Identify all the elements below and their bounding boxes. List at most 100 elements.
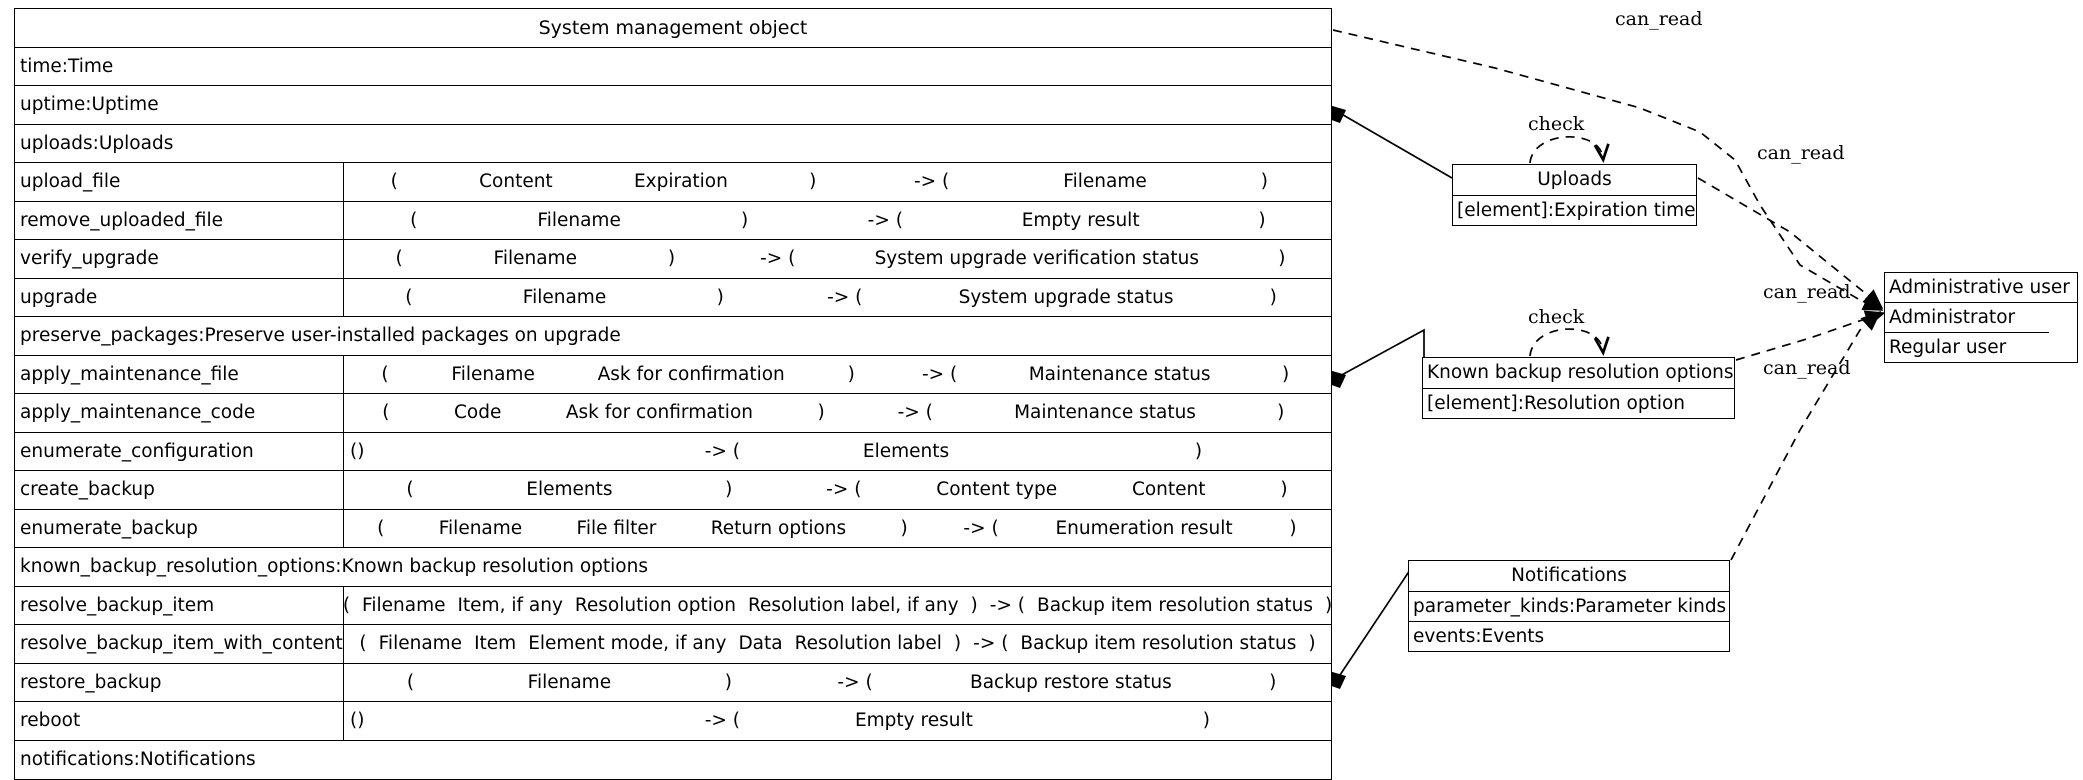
sig-token: ) [900, 517, 908, 539]
edge-can-read-main [1332, 29, 1884, 311]
sig-token: ) [1325, 595, 1331, 616]
edge-label-check-uploads: check [1528, 113, 1585, 135]
attribute-row[interactable]: known_backup_resolution_options:Known ba… [15, 548, 1331, 587]
sig-token: ) [1194, 440, 1203, 462]
sig-token: ) [1282, 363, 1290, 385]
operation-row[interactable]: create_backup ( Elements ) -> ( Content … [15, 471, 1331, 510]
edge-label-can-read-main: can_read [1615, 8, 1703, 30]
operation-row[interactable]: resolve_backup_item ( Filename Item, if … [15, 586, 1331, 625]
enum-value: Regular user [1889, 337, 2007, 358]
sig-token: ) [1202, 710, 1211, 732]
class-uploads[interactable]: Uploads [element]:Expiration time [1452, 164, 1697, 226]
operation-signature: ( Filename ) -> ( System upgrade status … [344, 279, 1331, 317]
operation-row[interactable]: restore_backup ( Filename ) -> ( Backup … [15, 663, 1331, 702]
sig-token: ) [725, 479, 733, 501]
sig-token: Empty result [1021, 209, 1140, 231]
sig-token: Filename [527, 671, 612, 693]
sig-arrow: -> ( [826, 479, 862, 501]
sig-token: ( [405, 286, 413, 308]
operation-signature: ( Elements ) -> ( Content type Content ) [344, 471, 1331, 509]
operation-signature: ( Code Ask for confirmation ) -> ( Maint… [344, 394, 1331, 432]
sig-token: Ask for confirmation [565, 402, 753, 424]
attribute-label: preserve_packages:Preserve user-installe… [20, 325, 621, 347]
class-administrative-user[interactable]: Administrative user Administrator Regula… [1884, 272, 2078, 363]
sig-token: Filename [362, 594, 446, 616]
sig-arrow: -> ( [897, 402, 933, 424]
operation-signature: ( Filename File filter Return options ) … [344, 510, 1331, 548]
operation-name: enumerate_configuration [15, 432, 344, 470]
operation-row[interactable]: remove_uploaded_file ( Filename ) -> ( E… [15, 201, 1331, 240]
attribute-row[interactable]: uploads:Uploads [15, 125, 1331, 163]
class-title: Known backup resolution options [1423, 358, 1734, 389]
operation-row[interactable]: upload_file ( Content Expiration ) -> ( … [15, 163, 1331, 202]
edge-can-read-uploads [1697, 177, 1884, 310]
edge-composition-known [1337, 328, 1425, 378]
sig-token: Filename [1063, 171, 1147, 193]
class-known-backup-resolution-options[interactable]: Known backup resolution options [element… [1422, 357, 1735, 419]
sig-token: () [350, 710, 365, 732]
attribute-row[interactable]: uptime:Uptime [15, 86, 1331, 125]
operation-signature: ( Filename Ask for confirmation ) -> ( M… [344, 356, 1331, 394]
sig-token: ( [395, 248, 403, 270]
sig-token: ( [410, 209, 418, 231]
operation-row[interactable]: enumerate_backup ( Filename File filter … [15, 509, 1331, 548]
sig-token: ) [1289, 517, 1297, 539]
attribute-label: notifications:Notifications [20, 749, 256, 771]
sig-token: ) [953, 633, 962, 655]
sig-arrow: -> ( [760, 248, 796, 270]
sig-arrow: -> ( [963, 517, 999, 539]
operation-row[interactable]: resolve_backup_item_with_content ( Filen… [15, 625, 1331, 664]
sig-token: System upgrade verification status [874, 248, 1199, 270]
sig-arrow: -> ( [921, 363, 958, 385]
sig-token: Item [474, 633, 517, 655]
sig-arrow: -> ( [867, 209, 903, 231]
sig-token: ) [740, 209, 749, 231]
sig-token: Item, if any [457, 594, 563, 616]
attribute-row[interactable]: notifications:Notifications [15, 741, 1331, 780]
edge-can-read-notifications [1730, 310, 1882, 561]
operation-row[interactable]: verify_upgrade ( Filename ) -> ( System … [15, 240, 1331, 279]
operation-signature: ( Filename ) -> ( System upgrade verific… [344, 240, 1331, 278]
sig-token: ) [1258, 209, 1266, 231]
operation-signature: ( Content Expiration ) -> ( Filename ) [344, 163, 1331, 201]
sig-token: Ask for confirmation [597, 363, 785, 385]
enum-value: Administrator [1885, 303, 2049, 333]
class-notifications[interactable]: Notifications parameter_kinds:Parameter … [1408, 560, 1730, 652]
sig-token: Elements [526, 479, 613, 501]
sig-token: ) [817, 402, 825, 424]
edge-composition-uploads [1337, 111, 1453, 179]
operation-row[interactable]: apply_maintenance_file ( Filename Ask fo… [15, 355, 1331, 394]
sig-arrow: -> ( [704, 440, 740, 462]
edge-can-read-known [1735, 310, 1886, 361]
sig-token: Resolution option [574, 594, 736, 616]
operation-signature: ( Filename Item, if any Resolution optio… [344, 587, 1331, 625]
sig-arrow: -> ( [989, 594, 1026, 616]
sig-token: Resolution label [794, 633, 942, 655]
edge-label-can-read-known: can_read [1763, 281, 1851, 303]
operation-name: verify_upgrade [15, 240, 344, 278]
attribute-row[interactable]: preserve_packages:Preserve user-installe… [15, 317, 1331, 356]
operation-row[interactable]: reboot () -> ( Empty result ) [15, 702, 1331, 741]
attribute-row[interactable]: time:Time [15, 48, 1331, 86]
sig-token: ) [1269, 671, 1277, 693]
operation-row[interactable]: upgrade ( Filename ) -> ( System upgrade… [15, 278, 1331, 317]
sig-token: Content type [936, 479, 1058, 501]
class-title-row: System management object [15, 9, 1331, 48]
sig-token: ( [359, 633, 367, 655]
class-title: System management object [538, 16, 808, 39]
operation-signature: ( Filename ) -> ( Empty result ) [344, 202, 1331, 240]
sig-token: ( [381, 363, 389, 385]
operation-name: upgrade [15, 278, 344, 316]
operation-name: enumerate_backup [15, 509, 344, 547]
sig-token: Filename [378, 633, 463, 655]
sig-token: ) [716, 286, 724, 308]
operation-name: restore_backup [15, 663, 344, 701]
operation-row[interactable]: apply_maintenance_code ( Code Ask for co… [15, 394, 1331, 433]
operation-row[interactable]: enumerate_configuration () -> ( Elements… [15, 432, 1331, 471]
sig-token: ( [406, 671, 415, 693]
class-system-management-object[interactable]: System management object time:Time uptim… [14, 8, 1332, 780]
sig-token: ) [1277, 402, 1285, 424]
sig-token: Maintenance status [1028, 363, 1211, 385]
sig-token: ( [406, 479, 414, 501]
sig-token: ) [1308, 633, 1316, 655]
